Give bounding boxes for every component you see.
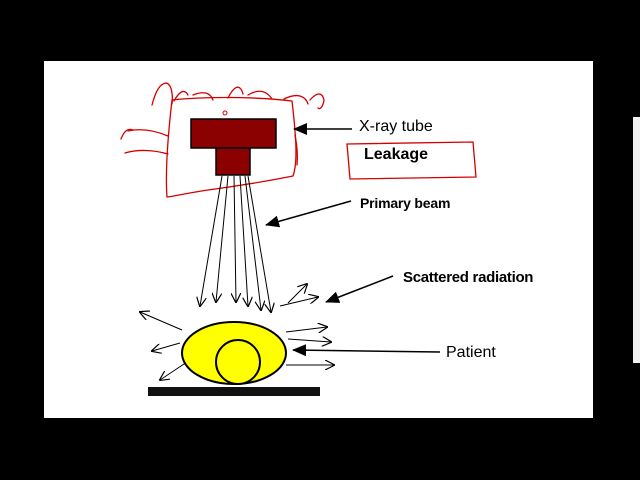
leakage-label: Leakage: [364, 146, 429, 163]
leakage-scribble: [120, 82, 325, 198]
scatter-pointer-arrow: [325, 275, 394, 303]
scattered-rays: [140, 284, 334, 380]
patient-head: [215, 339, 261, 385]
xray-tube-label: X-ray tube: [359, 118, 433, 135]
leakage-box: [346, 141, 477, 180]
scattered-radiation-label: Scattered radiation: [403, 269, 534, 286]
tube-housing: [190, 118, 277, 149]
patient-label: Patient: [446, 344, 496, 361]
slide-canvas: [44, 61, 593, 418]
patient-table: [148, 387, 320, 396]
tube-collimator: [215, 147, 251, 176]
right-edge-strip: [633, 117, 640, 363]
primary-beam-rays: [200, 175, 271, 312]
scribble-dot: [222, 110, 228, 116]
primary-beam-label: Primary beam: [360, 195, 451, 211]
primary-beam-pointer-arrow: [265, 200, 352, 228]
patient-pointer-arrow: [292, 344, 441, 357]
